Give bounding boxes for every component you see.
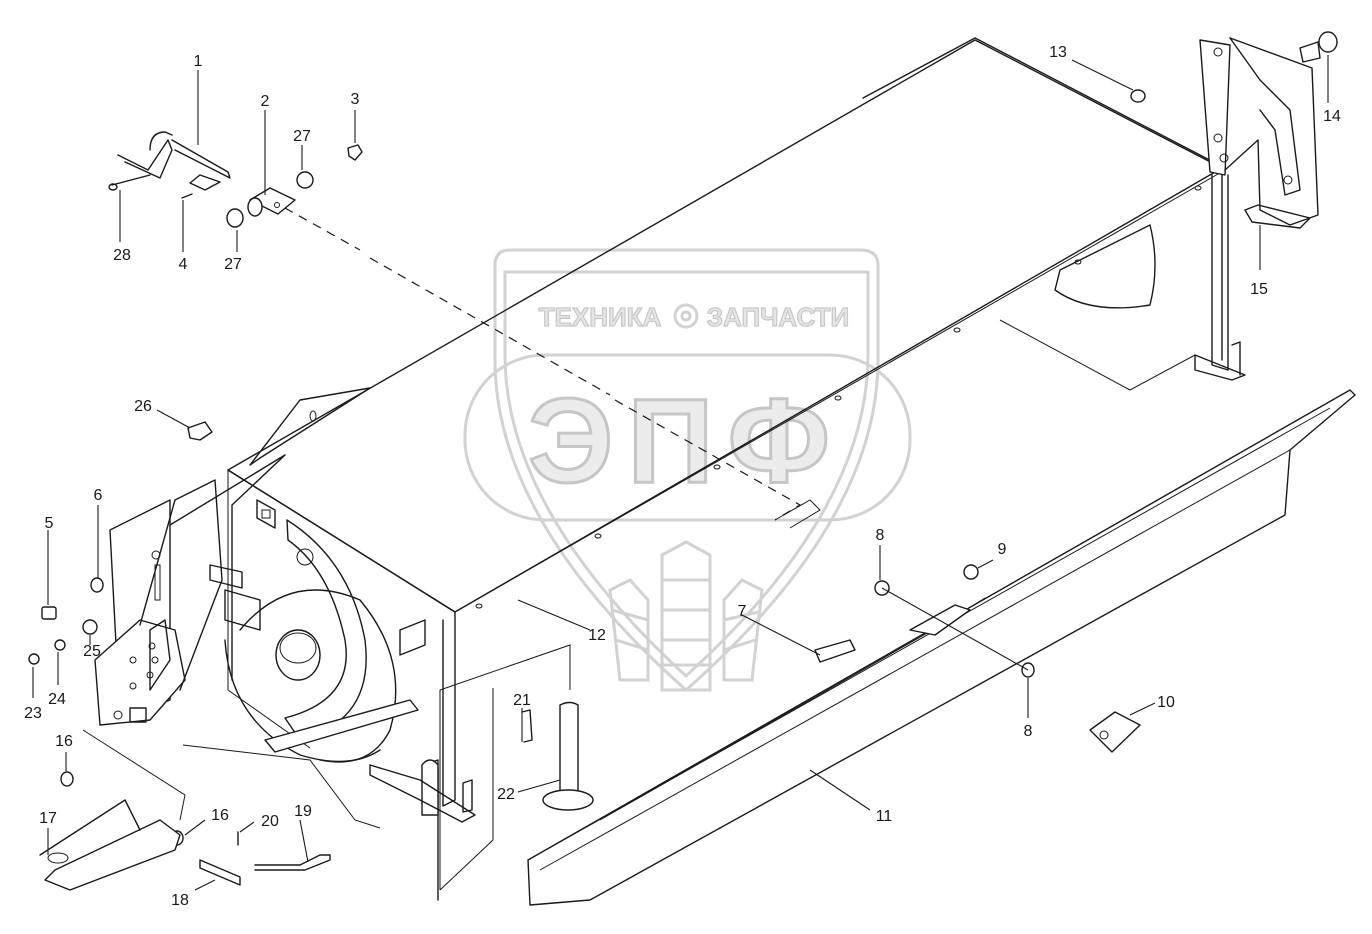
shaft-assembly bbox=[108, 131, 363, 228]
callout-14: 14 bbox=[1323, 108, 1341, 125]
callout-18: 18 bbox=[171, 892, 189, 909]
callout-7: 7 bbox=[738, 603, 747, 620]
callout-15: 15 bbox=[1250, 281, 1268, 298]
callout-28: 28 bbox=[113, 247, 131, 264]
callout-27-lower: 27 bbox=[224, 256, 242, 273]
callout-26: 26 bbox=[134, 398, 152, 415]
callouts: 1 2 3 27 27 4 28 13 14 15 26 6 5 25 24 2… bbox=[24, 44, 1341, 909]
callout-12: 12 bbox=[588, 627, 606, 644]
callout-2: 2 bbox=[261, 93, 270, 110]
callout-10: 10 bbox=[1157, 694, 1175, 711]
callout-23: 23 bbox=[24, 705, 42, 722]
callout-25: 25 bbox=[83, 643, 101, 660]
callout-8-lower: 8 bbox=[1024, 723, 1033, 740]
housing-front-end bbox=[94, 387, 476, 901]
callout-1: 1 bbox=[194, 53, 203, 70]
callout-27-upper: 27 bbox=[293, 128, 311, 145]
callout-5: 5 bbox=[45, 515, 54, 532]
callout-16-left: 16 bbox=[55, 733, 73, 750]
callout-6: 6 bbox=[94, 487, 103, 504]
callout-16-right: 16 bbox=[211, 807, 229, 824]
callout-17: 17 bbox=[39, 810, 57, 827]
watermark-text-left: ТЕХНИКА bbox=[539, 302, 662, 332]
callout-4: 4 bbox=[179, 256, 188, 273]
callout-11: 11 bbox=[876, 808, 893, 825]
watermark-logo: ЭПФ bbox=[528, 374, 844, 508]
watermark: ТЕХНИКА ЗАПЧАСТИ ЭПФ bbox=[463, 248, 912, 693]
callout-21: 21 bbox=[513, 692, 531, 709]
gear-icon bbox=[673, 303, 699, 329]
housing-lower-panels bbox=[82, 644, 571, 891]
callout-9: 9 bbox=[998, 541, 1007, 558]
callout-22: 22 bbox=[497, 786, 515, 803]
callout-19: 19 bbox=[294, 803, 312, 820]
callout-8-upper: 8 bbox=[876, 527, 885, 544]
callout-3: 3 bbox=[351, 91, 360, 108]
callout-13: 13 bbox=[1049, 44, 1067, 61]
leader-lines bbox=[32, 55, 1329, 891]
callout-20: 20 bbox=[261, 813, 279, 830]
wheat-icon bbox=[608, 540, 764, 692]
right-bracket bbox=[1130, 31, 1338, 229]
watermark-text-right: ЗАПЧАСТИ bbox=[707, 302, 850, 332]
callout-24: 24 bbox=[48, 691, 66, 708]
